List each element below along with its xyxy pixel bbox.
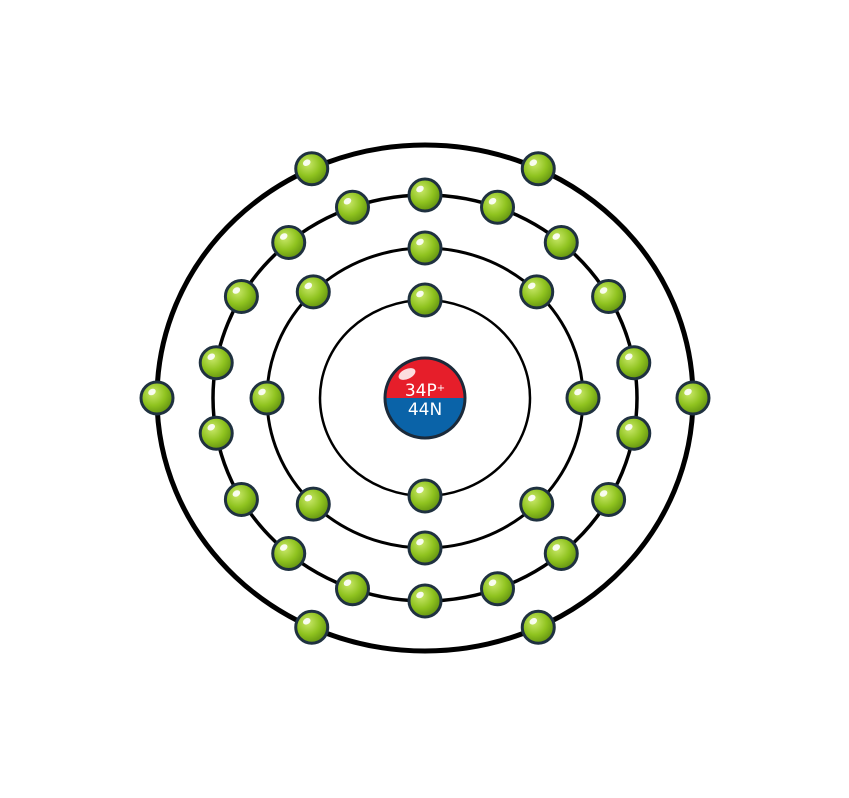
electron xyxy=(480,571,516,607)
electron xyxy=(407,583,443,619)
electron xyxy=(616,345,652,381)
electron xyxy=(294,151,330,187)
electron xyxy=(675,380,711,416)
electron xyxy=(407,282,443,318)
electron xyxy=(519,486,555,522)
electron xyxy=(543,536,579,572)
electron xyxy=(294,609,330,645)
electron xyxy=(543,224,579,260)
electron xyxy=(334,189,370,225)
electron xyxy=(407,478,443,514)
electron xyxy=(271,536,307,572)
electron xyxy=(616,415,652,451)
electron xyxy=(591,482,627,517)
electron xyxy=(295,486,331,522)
electron xyxy=(520,609,556,645)
electron xyxy=(334,571,370,607)
electron xyxy=(249,380,285,416)
electron xyxy=(591,279,627,314)
electron xyxy=(223,482,259,517)
electron xyxy=(480,189,516,225)
electron xyxy=(520,151,556,187)
electron xyxy=(223,279,259,314)
electron xyxy=(198,415,234,451)
electron xyxy=(407,177,443,213)
electron xyxy=(519,274,555,310)
nucleus: 34P+ 44N xyxy=(383,356,467,440)
electrons xyxy=(139,151,711,645)
neutron-count-label: 44N xyxy=(408,400,442,420)
electron xyxy=(271,224,307,260)
electron xyxy=(198,345,234,381)
electron xyxy=(407,530,443,566)
electron xyxy=(407,230,443,266)
proton-count-label: 34P+ xyxy=(405,381,445,401)
electron xyxy=(295,274,331,310)
electron xyxy=(565,380,601,416)
electron xyxy=(139,380,175,416)
